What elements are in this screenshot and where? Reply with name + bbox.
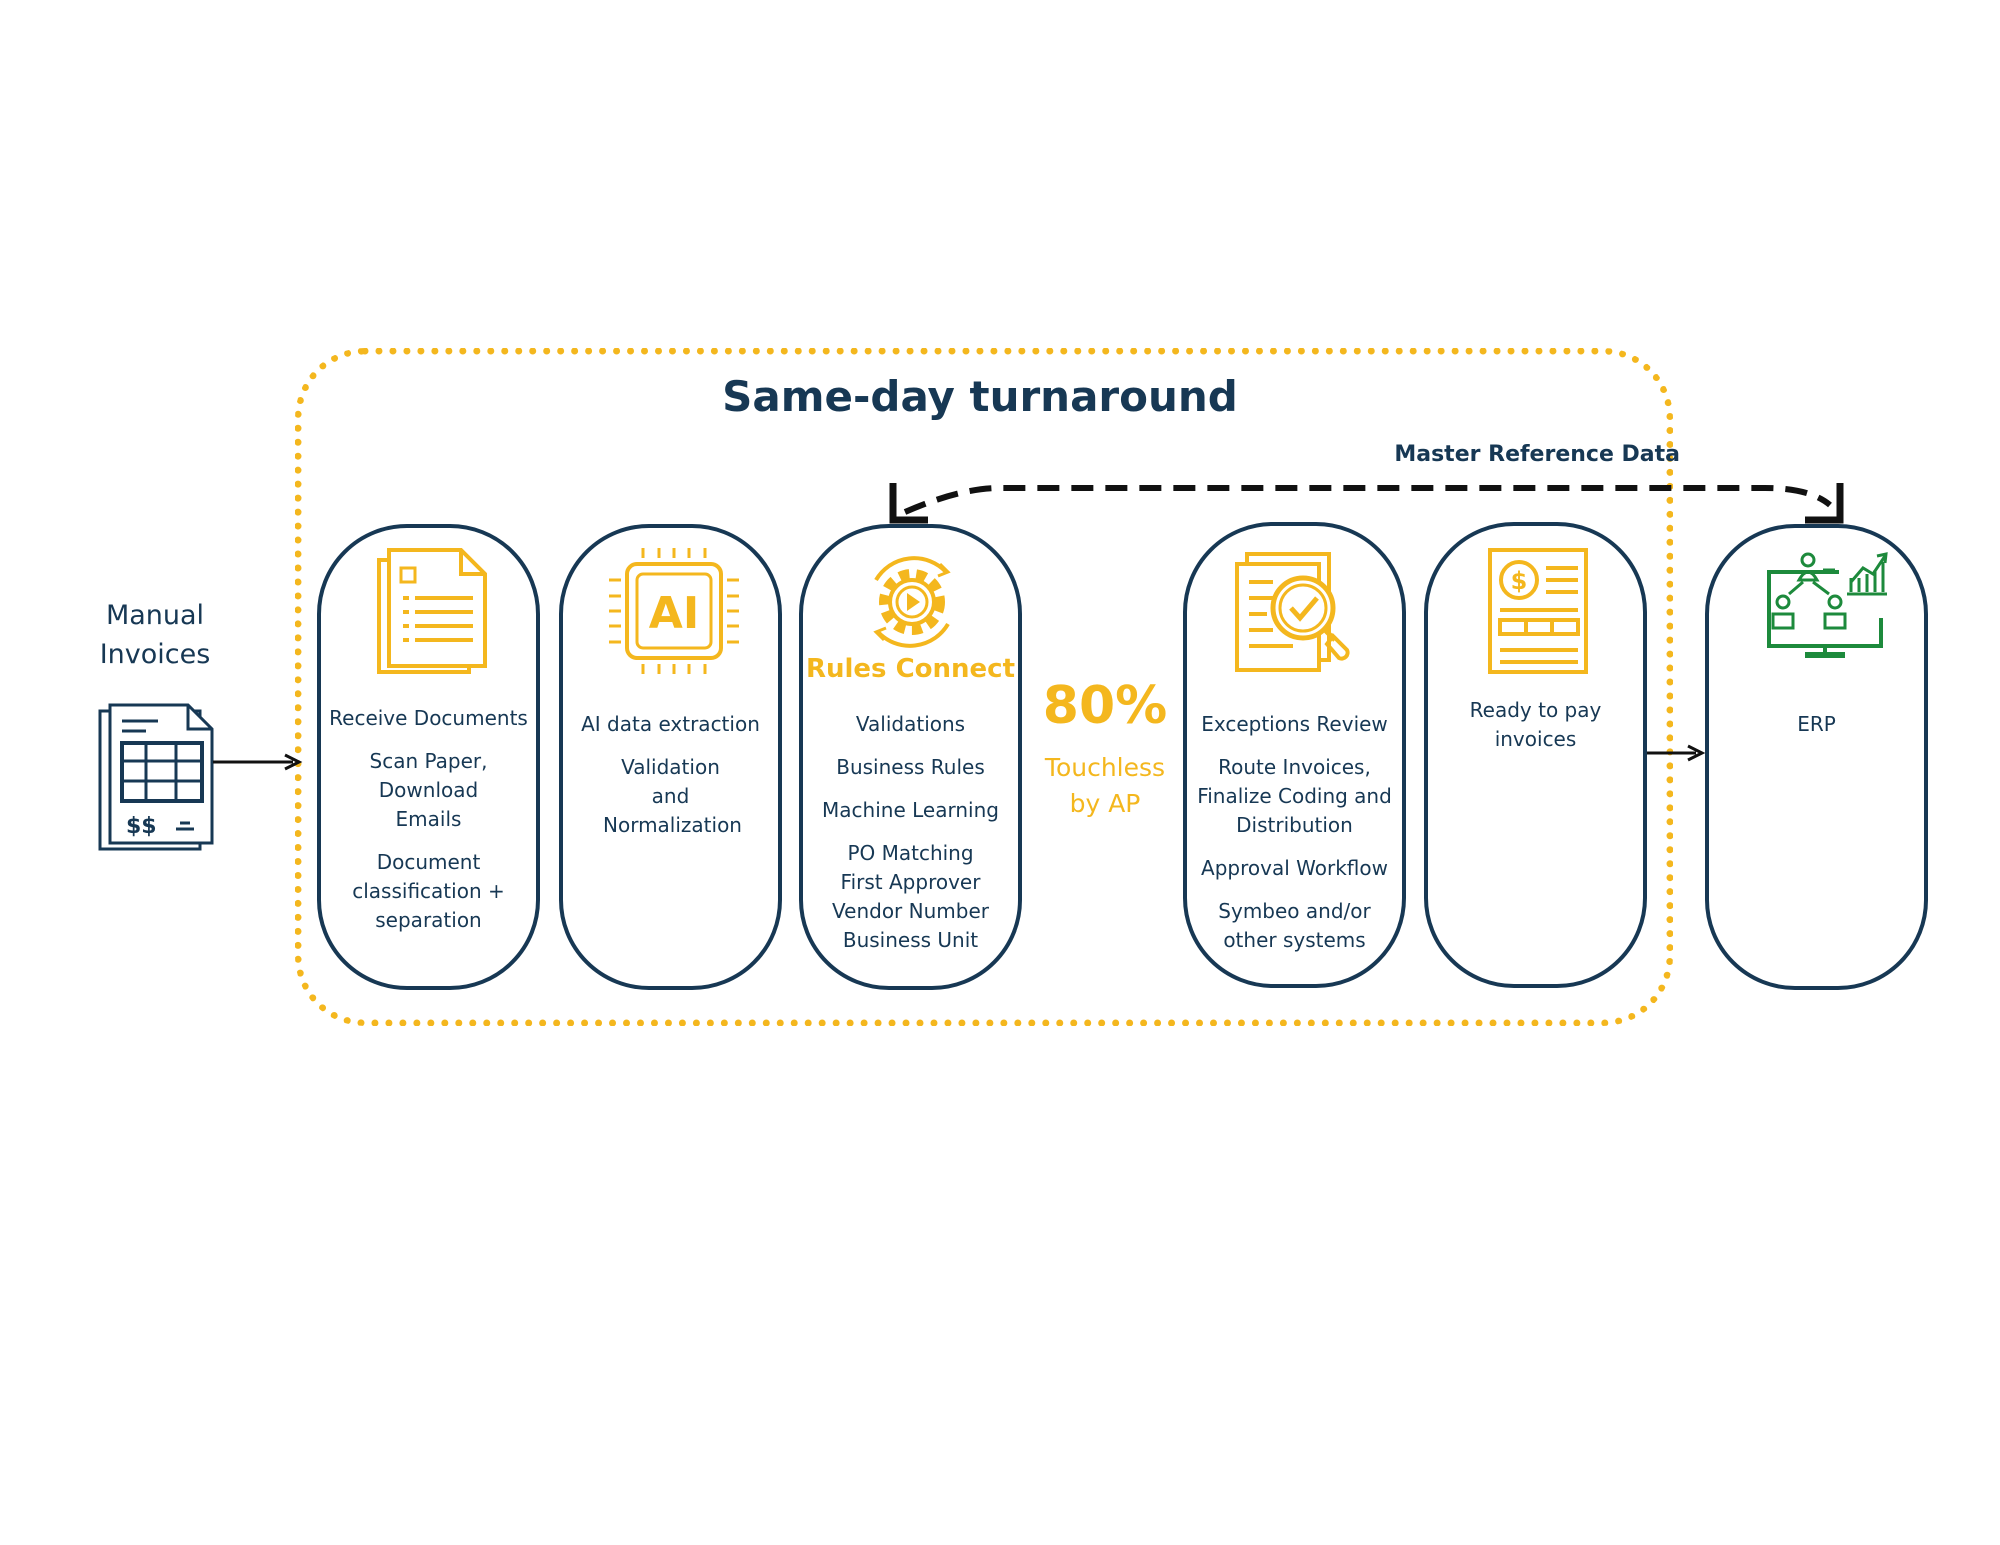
touchless-line1: Touchless: [1044, 753, 1166, 782]
invoice-dollar-icon: $: [1488, 548, 1588, 674]
column-erp: ERP: [1705, 524, 1928, 990]
col3-line1: Validations: [855, 712, 966, 736]
column-rules-connect: Rules Connect Validations Business Rules…: [799, 524, 1022, 990]
column-receive-documents: Receive Documents Scan Paper, Download E…: [317, 524, 540, 990]
svg-text:$: $: [1511, 567, 1528, 595]
flow-arrow-in: [213, 753, 303, 771]
touchless-percent: 80%: [1042, 676, 1168, 736]
manual-label-line1: Manual: [105, 600, 205, 631]
col6-line1: ERP: [1797, 712, 1836, 736]
col3-line4: PO Matching First Approver Vendor Number…: [832, 841, 989, 952]
touchless-label: Touchless by AP: [1035, 750, 1175, 822]
col2-line2: Validation and Normalization: [603, 755, 742, 837]
same-day-frame: [295, 348, 1673, 1026]
svg-text:$$: $$: [126, 814, 157, 839]
master-reference-label: Master Reference Data: [1394, 442, 1680, 467]
invoice-table-icon: $$: [98, 703, 214, 851]
gear-play-icon: [873, 556, 951, 648]
document-pages-icon: [377, 548, 487, 674]
ai-chip-icon: AI: [609, 548, 739, 674]
col4-line1: Exceptions Review: [1201, 712, 1388, 736]
rules-connect-label: Rules Connect: [805, 654, 1016, 684]
col3-line2: Business Rules: [836, 755, 985, 779]
flow-arrow-to-erp: [1646, 744, 1706, 762]
ai-chip-text: AI: [649, 588, 699, 639]
col4-line3: Approval Workflow: [1201, 856, 1388, 880]
col3-line3: Machine Learning: [822, 798, 999, 822]
col4-line2: Route Invoices, Finalize Coding and Dist…: [1197, 755, 1392, 837]
col5-line1: Ready to pay invoices: [1469, 698, 1602, 751]
document-check-magnifier-icon: [1235, 552, 1350, 672]
col1-line1: Receive Documents: [329, 706, 528, 730]
col4-line4: Symbeo and/or other systems: [1218, 899, 1371, 952]
column-ready-to-pay: $ Ready to pay invoices: [1424, 522, 1647, 988]
erp-network-monitor-icon: [1767, 552, 1888, 658]
col1-line3: Document classification + separation: [352, 850, 505, 932]
manual-invoices-label: Manual Invoices: [80, 596, 230, 674]
frame-title: Same-day turnaround: [722, 372, 1238, 421]
col1-line2: Scan Paper, Download Emails: [369, 749, 488, 831]
column-exceptions-review: Exceptions Review Route Invoices, Finali…: [1183, 522, 1406, 988]
col2-line1: AI data extraction: [581, 712, 760, 736]
touchless-line2: by AP: [1069, 789, 1141, 818]
column-ai-extraction: AI AI data extraction Validation and Nor…: [559, 524, 782, 990]
manual-label-line2: Invoices: [99, 639, 211, 670]
